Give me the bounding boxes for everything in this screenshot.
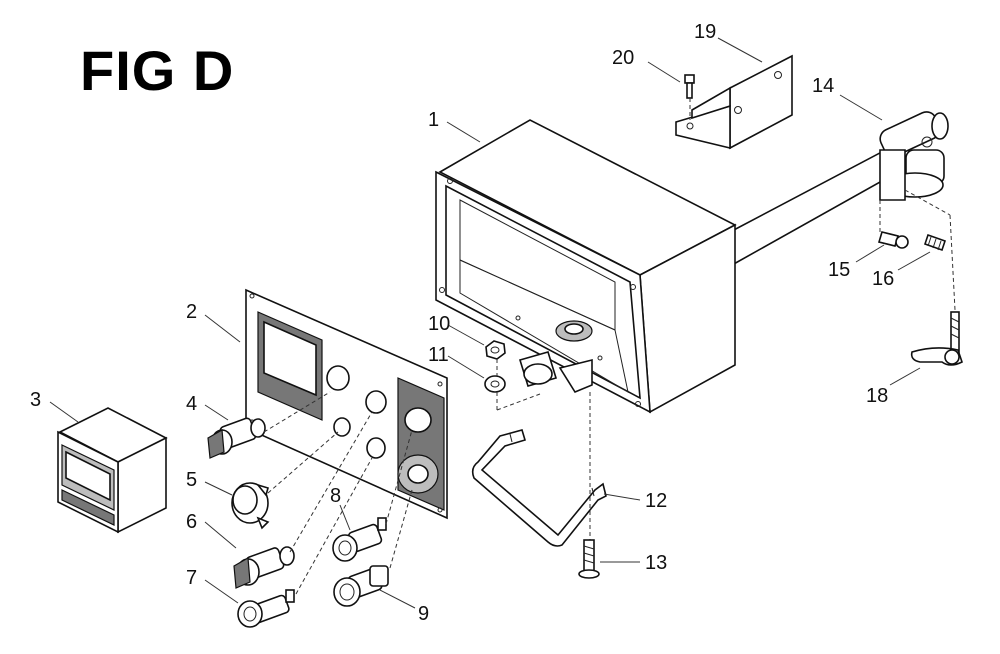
callout-14: 14 xyxy=(812,75,834,97)
set-screw-16 xyxy=(923,233,947,252)
mounting-bracket xyxy=(675,54,793,150)
callout-7: 7 xyxy=(186,567,197,589)
figure-title: FIG D xyxy=(80,39,235,102)
callout-13: 13 xyxy=(645,552,667,574)
knob-5 xyxy=(231,482,270,530)
callout-18: 18 xyxy=(866,385,888,407)
callout-2: 2 xyxy=(186,301,197,323)
callout-19: 19 xyxy=(694,21,716,43)
leader-lines xyxy=(49,37,931,609)
washer xyxy=(484,375,506,393)
callout-10: 10 xyxy=(428,313,450,335)
set-screw-15 xyxy=(877,231,909,249)
fuse-holder-7 xyxy=(237,589,295,628)
rotary-switch-6 xyxy=(233,546,295,589)
callout-16: 16 xyxy=(872,268,894,290)
front-panel xyxy=(245,288,448,520)
clamp-lever xyxy=(910,311,963,366)
callout-3: 3 xyxy=(30,389,41,411)
handle xyxy=(471,429,607,547)
callout-12: 12 xyxy=(645,490,667,512)
display-meter xyxy=(57,407,168,534)
handle-screw xyxy=(578,539,600,579)
callout-20: 20 xyxy=(612,47,634,69)
callout-15: 15 xyxy=(828,259,850,281)
callout-11: 11 xyxy=(428,344,449,366)
enclosure-box xyxy=(435,119,737,414)
callout-5: 5 xyxy=(186,469,197,491)
support-arm xyxy=(729,111,956,311)
assembly-guide-lines xyxy=(263,391,413,595)
bracket-screw xyxy=(684,74,695,120)
callout-labels: 1 2 3 4 5 6 7 8 9 10 11 12 13 14 15 16 1… xyxy=(30,21,894,625)
callout-8: 8 xyxy=(330,485,341,507)
rotary-switch-4 xyxy=(207,417,266,459)
callout-6: 6 xyxy=(186,511,197,533)
push-button-9 xyxy=(333,565,389,607)
indicator-lamp-8 xyxy=(332,517,387,562)
hex-nut xyxy=(485,340,506,360)
callout-4: 4 xyxy=(186,393,197,415)
callout-9: 9 xyxy=(418,603,429,625)
callout-1: 1 xyxy=(428,109,439,131)
